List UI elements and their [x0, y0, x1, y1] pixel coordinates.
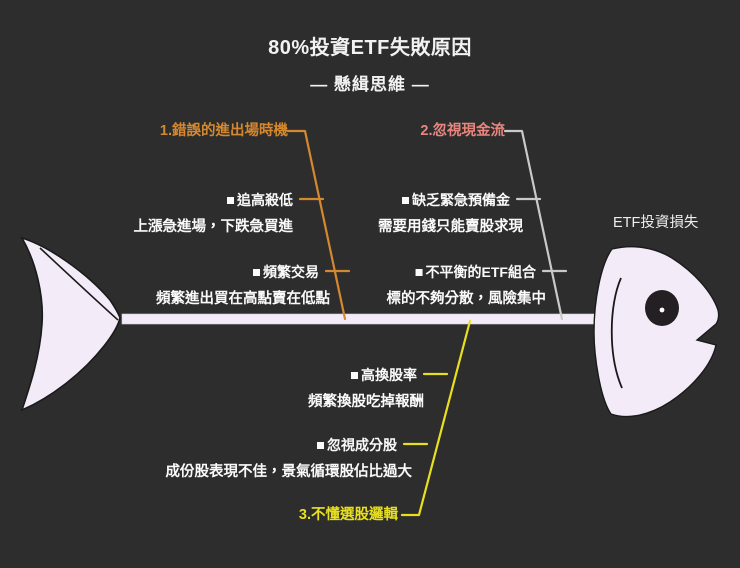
- branch-2-cause-2-detail: 標的不夠分散，風險集中: [386, 291, 547, 307]
- branch-3-cause-1-head-text: 高換股率: [361, 367, 417, 383]
- fish-spine: [121, 313, 613, 325]
- branch-3-cause-1-head: 高換股率: [351, 368, 417, 382]
- bullet-square-icon: [402, 197, 409, 204]
- fish-gill-curve: [610, 277, 623, 389]
- branch-1-cause-1-head-text: 追高殺低: [237, 192, 293, 208]
- branch-1-line: [286, 129, 347, 321]
- branch-2-cause-1-detail: 需要用錢只能賣股求現: [378, 219, 523, 235]
- branch-2-cause-1-head: 缺乏緊急預備金: [402, 193, 510, 207]
- branch-1-cause-2-head: 頻繁交易: [253, 265, 319, 279]
- fish-head-shape: [593, 246, 720, 418]
- branch-2-cause-2-head-text: 不平衡的ETF組合: [425, 264, 536, 280]
- effect-label: ETF投資損失: [613, 215, 699, 231]
- page-title: 80%投資ETF失敗原因: [268, 37, 472, 59]
- bullet-square-icon: [227, 197, 234, 204]
- fish-eye-highlight: [659, 307, 665, 313]
- branch-3-label[interactable]: 3.不懂選股邏輯: [298, 507, 398, 523]
- branch-1-cause-2-detail: 頻繁進出買在高點賣在低點: [156, 291, 330, 307]
- page-subtitle: — 懸緝思維 —: [310, 75, 430, 94]
- bullet-square-icon: [317, 442, 324, 449]
- branch-3-cause-1-detail: 頻繁換股吃掉報酬: [308, 394, 424, 410]
- fish-tail-inner-curve: [39, 247, 119, 321]
- branch-1-cause-2-head-text: 頻繁交易: [263, 264, 319, 280]
- branch-1-cause-1-detail: 上漲急進場，下跌急買進: [133, 219, 294, 235]
- bullet-square-icon: [415, 269, 423, 276]
- fish-tail-shape: [20, 236, 121, 412]
- branch-2-cause-2-head: 不平衡的ETF組合: [415, 264, 536, 280]
- bullet-square-icon: [253, 269, 260, 276]
- branch-3-cause-2-detail: 成份股表現不佳，景氣循環股佔比過大: [165, 464, 413, 480]
- branch-3-cause-2-head: 忽視成分股: [317, 438, 397, 452]
- branch-2-cause-1-head-text: 缺乏緊急預備金: [412, 192, 510, 208]
- branch-1-label[interactable]: 1.錯誤的進出場時機: [159, 123, 288, 139]
- branch-2-line: [503, 129, 564, 321]
- branch-1-cause-1-head: 追高殺低: [227, 193, 293, 207]
- branch-2-label[interactable]: 2.忽視現金流: [420, 123, 505, 139]
- branch-3-line: [400, 319, 472, 517]
- bullet-square-icon: [351, 372, 358, 379]
- branch-3-cause-2-head-text: 忽視成分股: [327, 437, 397, 453]
